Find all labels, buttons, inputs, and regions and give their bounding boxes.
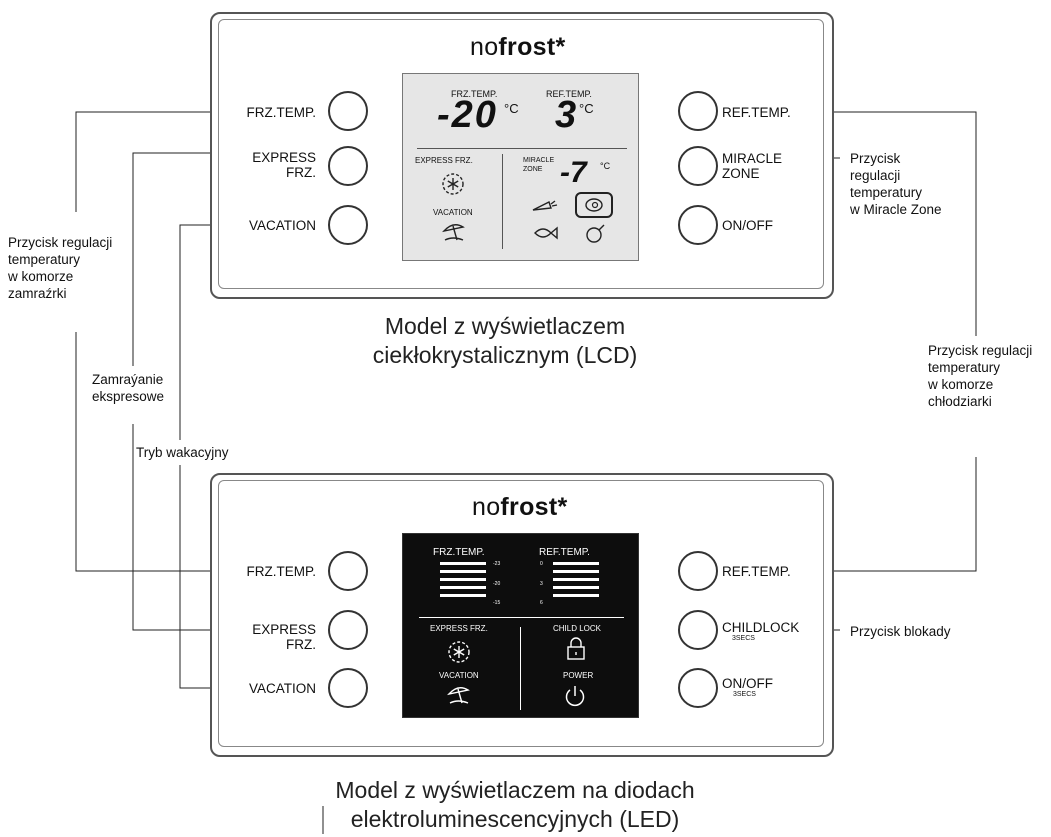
led-vacation-label: VACATION	[248, 681, 316, 696]
led-divider-vertical	[520, 627, 521, 710]
lcd-ref-temp-caption: REF.TEMP.	[546, 89, 592, 99]
led-bar	[440, 594, 486, 597]
lcd-express-frz-label: EXPRESS FRZ.	[252, 150, 316, 180]
lcd-frz-temp-unit: °C	[504, 101, 519, 116]
lcd-panel-inner-border	[218, 19, 824, 289]
annotation-miracle-zone: Przycisk regulacji temperatury w Miracle…	[850, 151, 942, 217]
brand-prefix: no	[470, 33, 499, 61]
lcd-express-frz-button[interactable]	[328, 146, 368, 186]
beach-umbrella-icon	[441, 220, 467, 244]
led-bar	[440, 570, 486, 573]
led-bar	[553, 594, 599, 597]
brand-logo-led: nofrost*	[472, 493, 568, 522]
lcd-miracle-zone-value: -7	[560, 156, 587, 189]
led-express-frz-button[interactable]	[328, 610, 368, 650]
lcd-vacation-caption: VACATION	[433, 208, 473, 217]
led-bar	[440, 578, 486, 581]
lcd-frz-temp-button[interactable]	[328, 91, 368, 131]
lcd-vacation-button[interactable]	[328, 205, 368, 245]
led-ref-temp-caption: REF.TEMP.	[539, 547, 590, 558]
led-express-frz-label: EXPRESS FRZ.	[252, 622, 316, 652]
led-frz-temp-label: FRZ.TEMP.	[246, 564, 316, 579]
led-panel-inner-border	[218, 480, 824, 747]
led-on-off-sub: 3SECS	[733, 691, 756, 698]
lcd-miracle-zone-label: MIRACLE ZONE	[722, 151, 783, 181]
lcd-frz-temp-label: FRZ.TEMP.	[246, 105, 316, 120]
meat-icon	[575, 192, 613, 218]
lcd-ref-temp-label: REF.TEMP.	[722, 105, 791, 120]
lcd-miracle-zone-unit: °C	[600, 161, 611, 171]
lcd-ref-temp-button[interactable]	[678, 91, 718, 131]
lcd-on-off-label: ON/OFF	[722, 218, 773, 233]
led-bar	[440, 562, 486, 565]
led-ref-temp-bars	[553, 562, 599, 597]
brand-suffix: frost*	[498, 33, 566, 61]
poultry-icon	[583, 222, 607, 249]
beach-umbrella-icon	[446, 683, 472, 707]
brand-suffix-led: frost*	[500, 493, 568, 521]
led-divider-horizontal	[419, 617, 624, 618]
snowflake-icon	[447, 640, 471, 664]
led-frz-scale-2: -20	[493, 581, 501, 587]
led-ref-scale-3: 6	[540, 600, 543, 606]
lcd-express-frz-caption: EXPRESS FRZ.	[415, 156, 473, 165]
led-express-frz-caption: EXPRESS FRZ.	[430, 624, 488, 633]
led-ref-temp-label: REF.TEMP.	[722, 564, 791, 579]
led-frz-temp-bars	[440, 562, 486, 597]
annotation-freezer-temp: Przycisk regulacji temperatury w komorze…	[8, 235, 113, 301]
led-childlock-caption: CHILD LOCK	[553, 624, 602, 633]
led-childlock-text: CHILDLOCK	[722, 620, 800, 635]
led-childlock-label: CHILDLOCK 3SECS	[722, 620, 799, 643]
led-power-caption: POWER	[563, 671, 594, 680]
lcd-miracle-zone-caption: MIRACLE ZONE	[523, 157, 555, 173]
lcd-ref-temp-value: 3	[555, 94, 577, 136]
led-childlock-sub: 3SECS	[732, 635, 755, 642]
lcd-ref-temp-unit: °C	[579, 101, 594, 116]
led-vacation-caption: VACATION	[439, 671, 479, 680]
annotation-child-lock: Przycisk blokady	[850, 624, 951, 639]
led-frz-scale-3: -15	[493, 600, 501, 606]
annotation-fridge-temp: Przycisk regulacji temperatury w komorze…	[928, 343, 1033, 409]
lcd-miracle-zone-button[interactable]	[678, 146, 718, 186]
lock-icon	[565, 636, 587, 667]
led-bar	[440, 586, 486, 589]
fish-icon	[531, 224, 559, 247]
led-bar	[553, 570, 599, 573]
lcd-model-caption: Model z wyświetlaczem ciekłokrystaliczny…	[372, 313, 638, 368]
led-frz-temp-caption: FRZ.TEMP.	[433, 547, 485, 558]
brand-prefix-led: no	[472, 493, 501, 521]
led-ref-scale-1: 0	[540, 561, 543, 567]
lcd-display: FRZ.TEMP. -20 °C REF.TEMP. 3 °C EXPRESS …	[402, 73, 639, 261]
lcd-frz-temp-value: -20	[437, 94, 498, 136]
lcd-frz-temp-caption: FRZ.TEMP.	[451, 89, 498, 99]
annotation-express-freeze: Zamraýanie ekspresowe	[92, 372, 165, 404]
snowflake-icon	[441, 172, 465, 196]
lcd-vacation-label: VACATION	[248, 218, 316, 233]
led-bar	[553, 586, 599, 589]
led-ref-scale-2: 3	[540, 581, 543, 587]
led-bar	[553, 562, 599, 565]
led-vacation-button[interactable]	[328, 668, 368, 708]
led-display: FRZ.TEMP. REF.TEMP. -23 -20 -15 0 3 6 EX…	[402, 533, 639, 718]
led-on-off-label: ON/OFF 3SECS	[722, 676, 773, 699]
brand-logo: nofrost*	[470, 33, 566, 62]
annotation-vacation-mode: Tryb wakacyjny	[136, 445, 229, 460]
lcd-divider-vertical	[502, 154, 503, 249]
led-frz-scale-1: -23	[493, 561, 501, 567]
power-icon	[563, 683, 587, 714]
led-frz-temp-button[interactable]	[328, 551, 368, 591]
led-on-off-text: ON/OFF	[722, 676, 773, 691]
led-ref-temp-button[interactable]	[678, 551, 718, 591]
lcd-divider-horizontal	[417, 148, 627, 149]
carrot-icon	[531, 198, 559, 219]
led-model-caption: Model z wyświetlaczem na diodach elektro…	[335, 777, 695, 832]
led-childlock-button[interactable]	[678, 610, 718, 650]
lcd-on-off-button[interactable]	[678, 205, 718, 245]
led-bar	[553, 578, 599, 581]
led-on-off-button[interactable]	[678, 668, 718, 708]
